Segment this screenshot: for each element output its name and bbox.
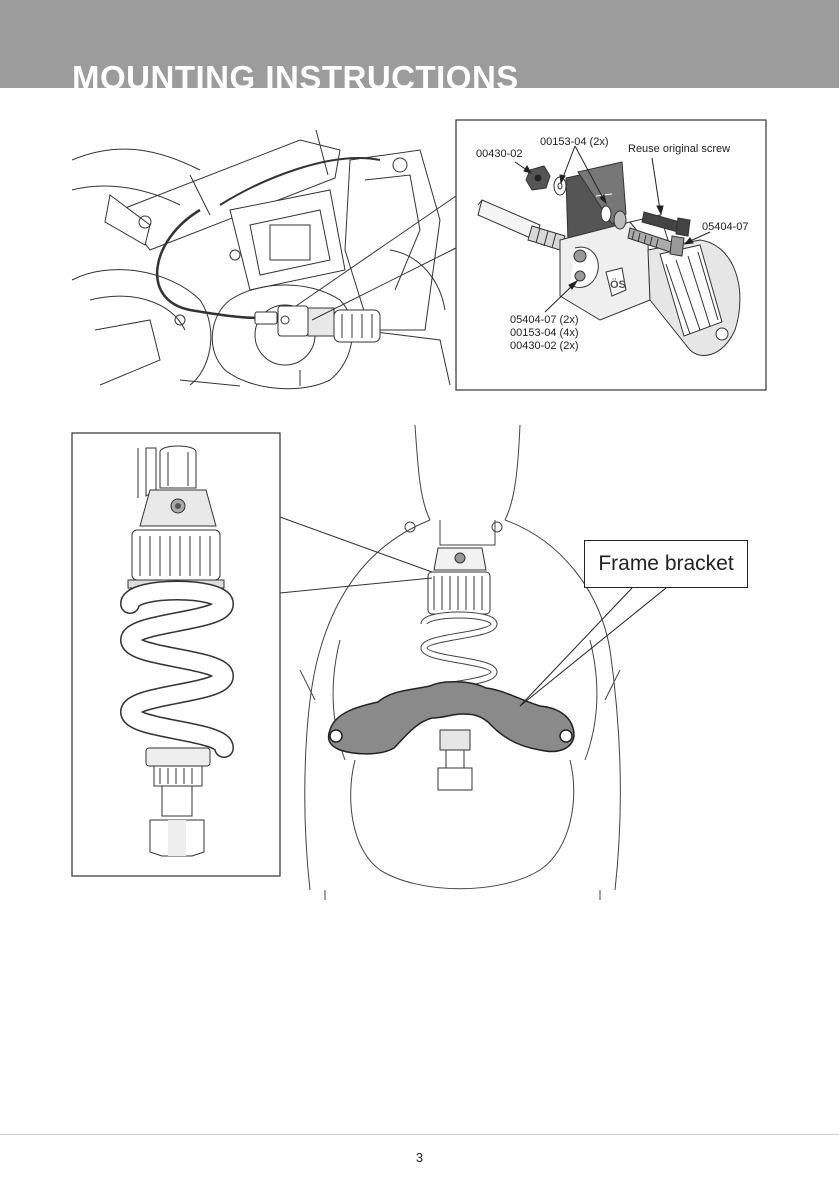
footer-divider — [0, 1134, 839, 1135]
callout-00430-02: 00430-02 — [476, 148, 523, 160]
frame-bracket-label: Frame bracket — [584, 540, 748, 588]
motorcycle-detail-drawing — [71, 129, 451, 390]
kit-list-line-1: 05404-07 (2x) — [510, 314, 579, 326]
callout-05404-07: 05404-07 — [702, 221, 749, 233]
kit-list-line-2: 00153-04 (4x) — [510, 327, 579, 339]
callout-00153-04-2x: 00153-04 (2x) — [540, 136, 609, 148]
svg-text:ÖS: ÖS — [610, 278, 626, 291]
header-band: MOUNTING INSTRUCTIONS — [0, 0, 839, 88]
callout-reuse-original-screw: Reuse original screw — [628, 143, 730, 155]
shock-absorber-detail — [119, 445, 235, 857]
page-number: 3 — [415, 1150, 424, 1165]
top-inset-parts-drawing: ÖS — [477, 161, 741, 356]
frame-shock-absorber — [420, 547, 498, 791]
frame-bracket-leader — [519, 587, 667, 707]
top-inset-callout-arrows — [514, 145, 711, 313]
frame-outline-drawing — [299, 424, 621, 900]
inset-leader-lines — [295, 195, 457, 321]
bracket-bolt-right — [559, 729, 573, 743]
frame-bracket-shape — [327, 681, 575, 755]
kit-list-line-3: 00430-02 (2x) — [510, 340, 579, 352]
bracket-bolt-left — [329, 729, 343, 743]
page-title: MOUNTING INSTRUCTIONS — [72, 59, 519, 88]
bottom-inset-leader-lines — [279, 516, 433, 594]
